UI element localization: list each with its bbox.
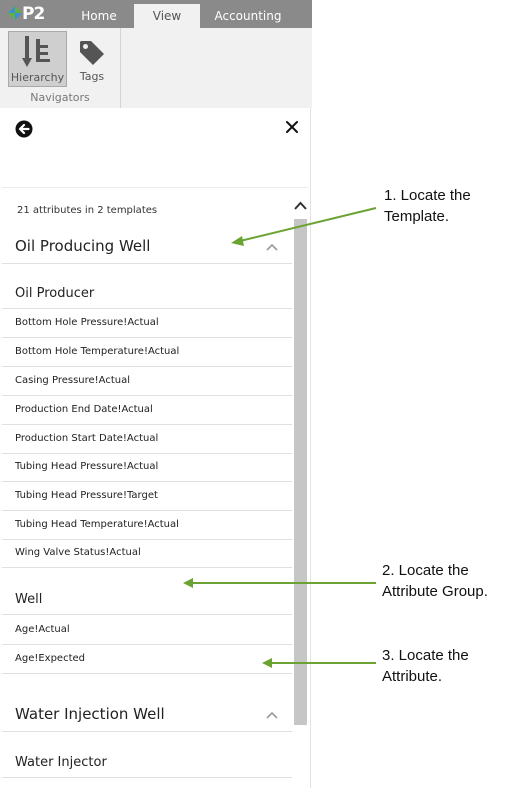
attribute-row[interactable]: Casing Pressure!Actual — [2, 367, 292, 396]
scrollbar-thumb[interactable] — [294, 219, 307, 725]
hierarchy-button-label: Hierarchy — [10, 71, 65, 84]
attribute-name: Casing Pressure!Actual — [15, 375, 130, 386]
vertical-scrollbar[interactable] — [293, 188, 308, 789]
attribute-row[interactable]: Age!Expected — [2, 645, 292, 674]
close-icon[interactable] — [284, 119, 300, 135]
attribute-row[interactable]: Wing Valve Status!Actual — [2, 539, 292, 568]
back-arrow-icon[interactable] — [15, 120, 33, 138]
attribute-group-header: Well — [2, 585, 292, 615]
attribute-name: Age!Actual — [15, 624, 70, 635]
attribute-row[interactable]: Bottom Hole Pressure!Actual — [2, 309, 292, 338]
logo-text: P2 — [22, 4, 45, 24]
tab-view[interactable]: View — [134, 4, 200, 28]
logo-mark-icon — [8, 6, 22, 20]
template-header[interactable]: Oil Producing Well — [2, 229, 292, 264]
callout-attribute: 3. Locate the Attribute. — [382, 645, 469, 687]
ribbon: P2 Home View Accounting Hierarchy Tags N — [0, 0, 312, 108]
attribute-group-header: Oil Producer — [2, 279, 292, 309]
attribute-row[interactable]: Bottom Hole Temperature!Actual — [2, 338, 292, 367]
ribbon-tab-bar: P2 Home View Accounting — [0, 0, 312, 28]
hierarchy-navigator-panel: 21 attributes in 2 templates Oil Produci… — [0, 108, 311, 789]
chevron-up-icon[interactable] — [266, 711, 278, 719]
attribute-list[interactable]: 21 attributes in 2 templates Oil Produci… — [2, 187, 308, 789]
attribute-row[interactable]: Tubing Head Temperature!Actual — [2, 511, 292, 540]
callout-line: Attribute Group. — [382, 583, 488, 600]
chevron-up-icon[interactable] — [293, 200, 308, 212]
attribute-row[interactable]: Tubing Head Pressure!Target — [2, 482, 292, 511]
callout-template: 1. Locate the Template. — [384, 185, 471, 227]
template-name: Water Injection Well — [15, 705, 165, 723]
tags-button-label: Tags — [79, 70, 105, 83]
template-name: Oil Producing Well — [15, 237, 151, 255]
attribute-name: Tubing Head Pressure!Target — [15, 490, 158, 501]
tags-button[interactable]: Tags — [72, 31, 112, 87]
navigators-group: Hierarchy Tags Navigators — [0, 28, 121, 108]
attribute-name: Production Start Date!Actual — [15, 433, 159, 444]
attribute-group-header: Water Injector — [2, 748, 292, 778]
attribute-name: Tubing Head Temperature!Actual — [15, 519, 179, 530]
callout-line: 2. Locate the — [382, 562, 469, 579]
tab-home[interactable]: Home — [81, 9, 117, 23]
summary-text: 21 attributes in 2 templates — [17, 205, 158, 216]
callout-line: 3. Locate the — [382, 647, 469, 664]
attribute-name: Bottom Hole Pressure!Actual — [15, 317, 159, 328]
callout-attribute-group: 2. Locate the Attribute Group. — [382, 560, 488, 602]
attribute-row[interactable]: Age!Actual — [2, 616, 292, 645]
attribute-row[interactable]: Production End Date!Actual — [2, 396, 292, 425]
chevron-up-icon[interactable] — [266, 243, 278, 251]
attribute-name: Wing Valve Status!Actual — [15, 547, 141, 558]
attribute-row[interactable]: Production Start Date!Actual — [2, 425, 292, 454]
hierarchy-button[interactable]: Hierarchy — [8, 31, 67, 87]
tab-accounting[interactable]: Accounting — [214, 9, 282, 23]
callout-line: Template. — [384, 208, 450, 225]
template-header[interactable]: Water Injection Well — [2, 697, 292, 732]
attribute-name: Tubing Head Pressure!Actual — [15, 461, 159, 472]
attribute-group-name: Water Injector — [15, 755, 107, 770]
attribute-name: Bottom Hole Temperature!Actual — [15, 346, 180, 357]
app-logo: P2 — [8, 2, 54, 26]
hierarchy-icon — [21, 36, 50, 67]
navigators-group-label: Navigators — [30, 91, 90, 104]
attribute-name: Production End Date!Actual — [15, 404, 153, 415]
attribute-group-name: Oil Producer — [15, 286, 95, 301]
attribute-group-name: Well — [15, 592, 43, 607]
callout-line: Attribute. — [382, 668, 443, 685]
attribute-row[interactable]: Tubing Head Pressure!Actual — [2, 453, 292, 482]
callout-line: 1. Locate the — [384, 187, 471, 204]
tag-icon — [80, 41, 104, 65]
attribute-name: Age!Expected — [15, 653, 86, 664]
